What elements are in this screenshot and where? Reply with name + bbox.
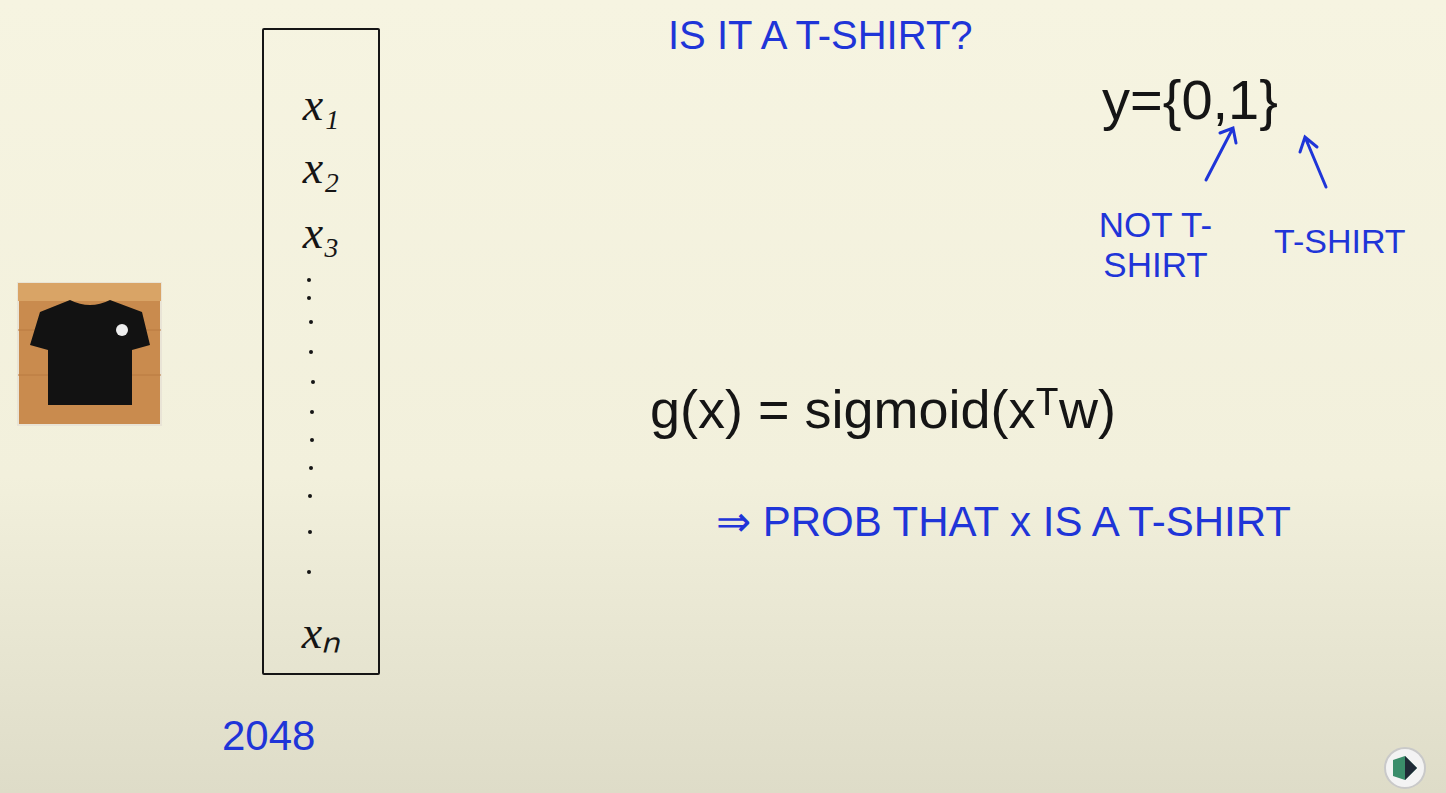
label-set: y={0,1} — [1102, 68, 1278, 132]
dimension-label: 2048 — [222, 712, 315, 760]
play-icon — [1385, 748, 1425, 788]
class-label: T-SHIRT — [1274, 222, 1406, 261]
vector-element: xₙ — [264, 610, 378, 656]
pointer-arrows — [1206, 128, 1326, 187]
vector-element: x₁ — [264, 82, 378, 128]
model-formula: g(x) = sigmoid(xᵀw) — [650, 378, 1116, 440]
vector-element: x₂ — [264, 145, 378, 191]
ellipsis-dots — [307, 278, 315, 574]
class-label: NOT T-SHIRT — [1068, 205, 1243, 286]
vector-element: x₃ — [264, 210, 378, 256]
feature-vector: x₁ x₂ x₃ xₙ — [262, 28, 380, 675]
output-note: ⇒ PROB THAT x IS A T-SHIRT — [716, 498, 1291, 546]
tshirt-photo — [18, 283, 161, 425]
question-title: IS IT A T-SHIRT? — [668, 12, 973, 58]
